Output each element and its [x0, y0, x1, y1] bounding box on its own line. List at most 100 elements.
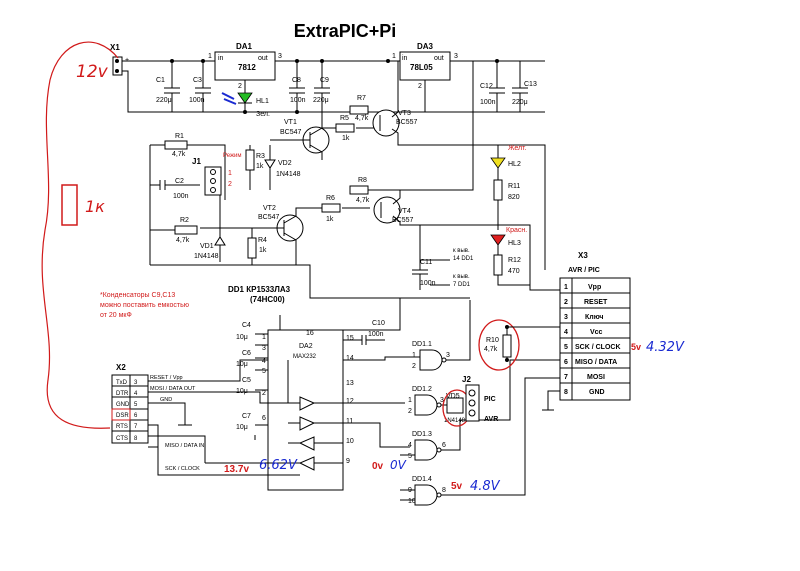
dd1-4-gate: [414, 484, 438, 506]
hl1-label: HL1: [256, 98, 269, 105]
c7-value: 10μ: [236, 424, 248, 431]
x2-signal-reset: RESET / Vpp: [150, 375, 183, 381]
dd1-3-gate: [414, 439, 438, 461]
hl2-label: HL2: [508, 161, 521, 168]
vd2-label: VD2: [278, 160, 292, 167]
c4-value: 10μ: [236, 334, 248, 341]
dd1-2-out: 3: [440, 397, 444, 404]
voltage-annotations: 13.7v 6.62V 0v 0V 5v 4.8V: [224, 458, 501, 494]
indicator-leds: Желт. HL2 R11 820 Красн. HL3 R12 470: [490, 145, 530, 286]
vd5-label: VD5: [446, 393, 460, 400]
note-line-3: от 20 мкФ: [100, 312, 132, 319]
r3-label: R3: [256, 153, 265, 160]
x3-label-vcc: Vcc: [590, 329, 603, 336]
x2-pin3: 3: [134, 380, 138, 386]
dd1-1-in2: 2: [412, 363, 416, 370]
vt4-part: BC557: [392, 217, 414, 224]
da3-pin2: 2: [418, 83, 422, 90]
x3-pin4: 4: [564, 329, 568, 336]
da1-pin1: 1: [208, 53, 212, 60]
r10-label: R10: [486, 337, 499, 344]
annotation-13-7v: 13.7v: [224, 464, 249, 475]
c4-label: C4: [242, 322, 251, 329]
x2-signal-mosi: MOSI / DATA OUT: [150, 386, 196, 392]
c10-value: 100n: [368, 331, 384, 338]
da1-pin3: 3: [278, 53, 282, 60]
power-section: X1 + DA1 7812 in out 1 3 2 HL1 Зел. DA3 …: [41, 41, 545, 429]
x2-pin5: 5: [134, 402, 138, 408]
note-line-1: *Конденсаторы C9,C13: [100, 292, 175, 299]
r8-label: R8: [358, 177, 367, 184]
da3-pin3: 3: [454, 53, 458, 60]
vd1-part: 1N4148: [194, 253, 219, 260]
x3-pin7: 7: [564, 374, 568, 381]
x3-pin6: 6: [564, 359, 568, 366]
pin-note-c: к выв.: [453, 274, 470, 280]
j2-label: J2: [462, 375, 471, 384]
da3-name: DA3: [417, 42, 434, 51]
da1-out: out: [258, 55, 268, 62]
x2-connector-section: X2 TxD 3 DTR 4 GND 5 DSR 6 RTS 7 CTS 8 R…: [111, 359, 300, 476]
c8-value: 100n: [290, 97, 306, 104]
hl2-yellow-led: [490, 157, 506, 169]
x3-label-vpp: Vpp: [588, 284, 601, 291]
j2-avr-label: AVR: [484, 416, 498, 423]
c1-label: C1: [156, 77, 165, 84]
c12-value: 100n: [480, 99, 496, 106]
dd1-4-out: 8: [442, 487, 446, 494]
vd1-diode: [214, 236, 226, 246]
x3-label-miso: MISO / DATA: [575, 359, 617, 366]
x2-label-dsr: DSR: [116, 413, 129, 419]
r10-highlight: [478, 319, 520, 371]
da2-pin6: 6: [262, 415, 266, 422]
da3-pin1: 1: [392, 53, 396, 60]
chip-label-line-1: DD1 КР1533ЛА3: [228, 285, 291, 294]
r8-value: 4,7k: [356, 197, 370, 204]
dd1-3-in1: 4: [408, 442, 412, 449]
c8-label: C8: [292, 77, 301, 84]
r5-label: R5: [340, 115, 349, 122]
c1-value: 220μ: [156, 97, 172, 104]
schematic-title: ExtraPIC+Pi: [294, 21, 397, 41]
c11-label: C11: [420, 259, 432, 266]
dd1-3-in2: 5: [408, 453, 412, 460]
da1-pin2: 2: [238, 83, 242, 90]
x3-label-sck: SCK / CLOCK: [575, 344, 621, 351]
vt1-part: BC547: [280, 129, 302, 136]
x3-pin2: 2: [564, 299, 568, 306]
dd1-1-in1: 1: [412, 352, 416, 359]
x3-pin3: 3: [564, 314, 568, 321]
x2-signal-miso: MISO / DATA IN: [165, 443, 204, 449]
chip-label-line-2: (74HC00): [250, 295, 285, 304]
x3-name: X3: [578, 251, 588, 260]
c9-value: 220μ: [313, 97, 329, 104]
c13-label: C13: [524, 81, 537, 88]
hl2-color: Желт.: [508, 145, 527, 152]
da2-pin11: 11: [346, 418, 353, 425]
r11-resistor: [493, 179, 503, 201]
dd1-4-in2: 10: [408, 498, 416, 505]
c5-label: C5: [242, 377, 251, 384]
x3-pin5: 5: [564, 344, 568, 351]
c11-value: 100n: [420, 280, 436, 287]
vt3-part: BC557: [396, 119, 418, 126]
r11-label: R11: [508, 183, 520, 190]
x3-label-key: Ключ: [585, 314, 604, 321]
da3-part: 78L05: [410, 63, 433, 72]
pin-note-b: 14 DD1: [453, 256, 474, 262]
r6-value: 1k: [326, 216, 334, 223]
da2-pin5: 5: [262, 368, 266, 375]
r11-value: 820: [508, 194, 520, 201]
da2-part: MAX232: [293, 354, 317, 360]
note-line-2: можно поставить емкостью: [100, 302, 189, 309]
r10-resistor: [502, 334, 512, 358]
x2-pin7: 7: [134, 424, 138, 430]
c2-label: C2: [175, 178, 184, 185]
r8-resistor: [349, 185, 369, 195]
x3-label-gnd: GND: [589, 389, 605, 396]
x2-signal-gnd: GND: [160, 397, 172, 403]
dd1-1-gate: [419, 349, 443, 371]
r1-label: R1: [175, 133, 184, 140]
